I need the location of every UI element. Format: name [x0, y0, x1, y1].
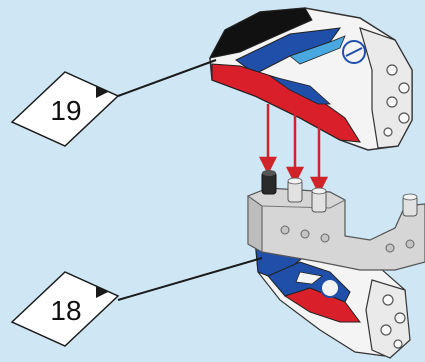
callout-leader-19 — [118, 60, 216, 96]
callout-tag-18: 18 — [12, 272, 118, 346]
bottom-assembly — [248, 170, 425, 358]
callout-tag-19: 19 — [12, 72, 118, 146]
callout-number-18: 18 — [50, 295, 81, 326]
callout-leader-18 — [118, 258, 262, 300]
callout-number-19: 19 — [50, 95, 81, 126]
top-panel-assembly — [210, 8, 412, 150]
arrow-1-head — [261, 158, 275, 172]
